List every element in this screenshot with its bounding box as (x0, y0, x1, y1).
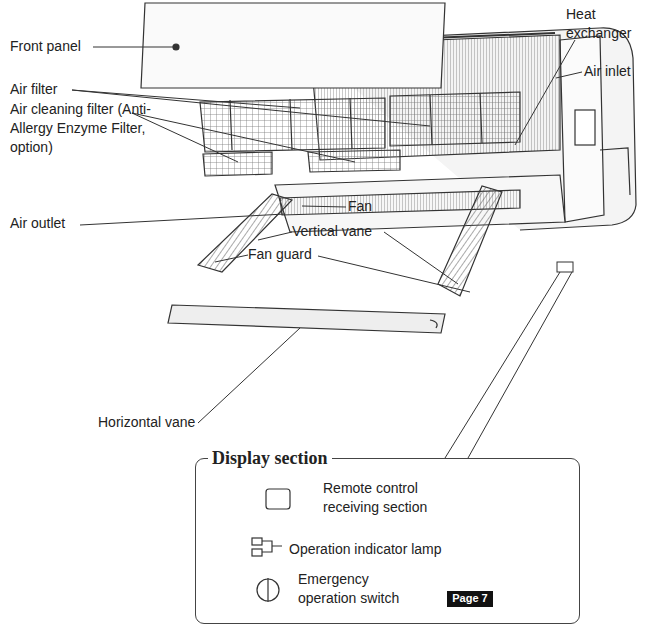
part-label: Heat exchanger (566, 5, 641, 43)
part-label: Air filter (10, 80, 57, 99)
part-label: Front panel (10, 37, 81, 56)
part-label: Vertical vane (292, 222, 372, 241)
part-label: Remote control receiving section (323, 479, 443, 517)
part-label: Emergency operation switch (298, 570, 413, 608)
part-label: Air inlet (584, 62, 631, 81)
part-label: Operation indicator lamp (289, 540, 442, 559)
indoor-unit (141, 3, 636, 333)
part-label: Air cleaning filter (Anti-Allergy Enzyme… (10, 100, 160, 157)
display-icons (252, 489, 290, 602)
part-label: Horizontal vane (98, 413, 195, 432)
part-label: Air outlet (10, 214, 65, 233)
page-reference: Page 7 (447, 591, 493, 606)
part-label: Fan (348, 197, 372, 216)
page-badge: Page 7 (447, 591, 493, 607)
part-label: Fan guard (248, 245, 312, 264)
section-heading: Display section (208, 447, 332, 469)
